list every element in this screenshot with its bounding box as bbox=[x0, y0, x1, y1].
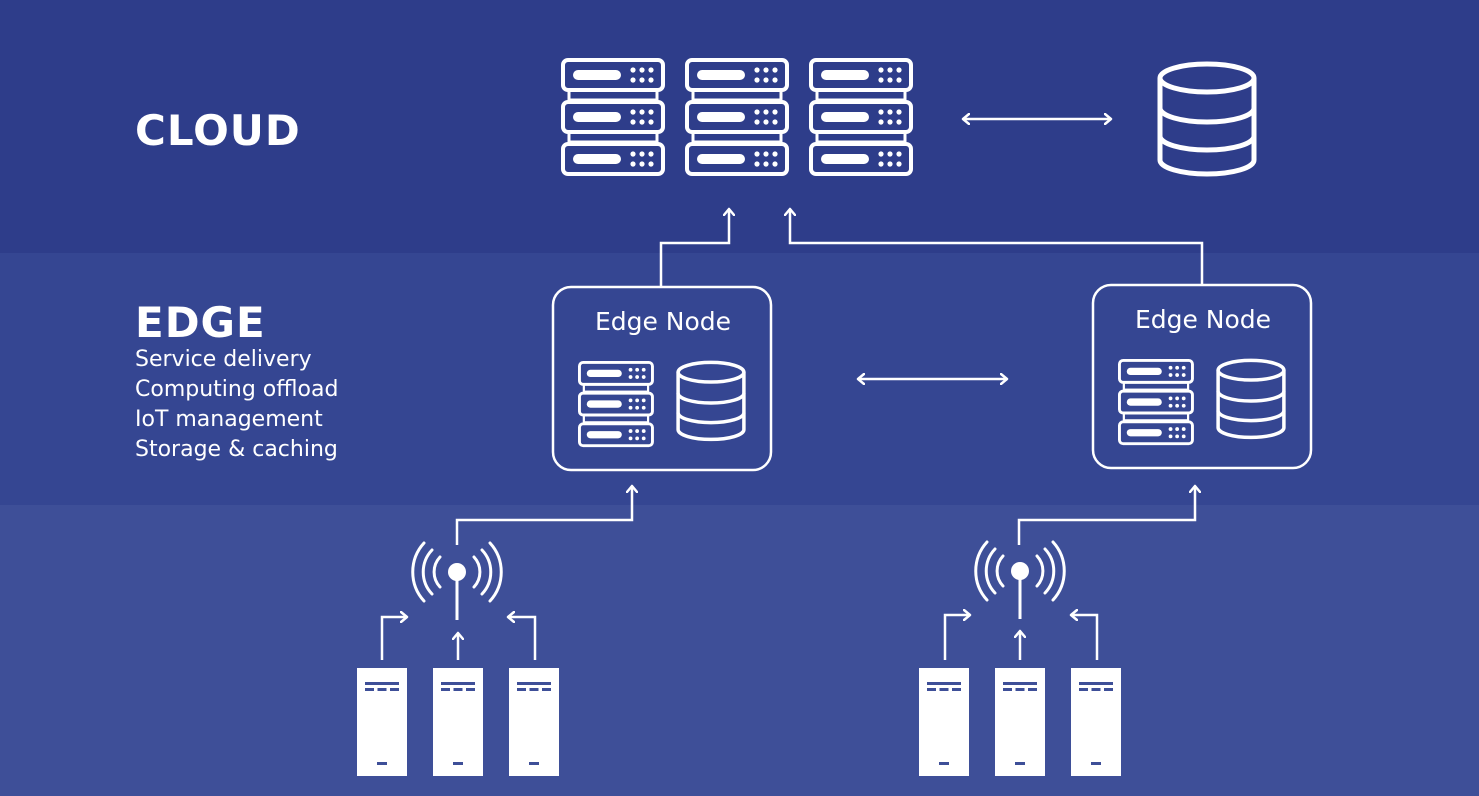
gateway-to-edge-connector bbox=[455, 487, 632, 545]
cloud-tier-title: CLOUD bbox=[135, 106, 301, 155]
device-to-gateway-connector bbox=[380, 617, 406, 660]
edge-server-rack-icon bbox=[579, 362, 652, 445]
cloud-server-rack-icon bbox=[687, 60, 787, 174]
edge-node-box bbox=[1091, 283, 1313, 470]
edge-function-item: Computing offload bbox=[135, 377, 339, 402]
edge-functions-list: Service delivery Computing offload IoT m… bbox=[135, 345, 338, 465]
wireless-antenna-icon bbox=[411, 541, 503, 622]
cloud-tier-band bbox=[0, 0, 1479, 253]
edge-tier-title: EDGE bbox=[135, 298, 266, 347]
edge-function-item: IoT management bbox=[135, 407, 323, 432]
cloud-database-icon bbox=[1160, 64, 1254, 174]
edge-function-item: Service delivery bbox=[135, 347, 312, 372]
edge-function-item: Storage & caching bbox=[135, 437, 338, 462]
edge-to-cloud-connector bbox=[659, 210, 729, 287]
iot-device-icon bbox=[509, 668, 559, 776]
edge-database-icon bbox=[676, 360, 746, 442]
edge-node-title: Edge Node bbox=[1134, 305, 1272, 334]
iot-device-icon bbox=[1071, 668, 1121, 776]
device-tier-band bbox=[0, 505, 1479, 796]
device-to-gateway-connector bbox=[1072, 615, 1099, 660]
edge-node-box bbox=[551, 285, 773, 472]
iot-device-icon bbox=[357, 668, 407, 776]
cloud-server-rack-icon bbox=[563, 60, 663, 174]
iot-device-icon bbox=[919, 668, 969, 776]
cloud-server-rack-icon bbox=[811, 60, 911, 174]
wireless-antenna-icon bbox=[974, 540, 1066, 621]
edge-node-title: Edge Node bbox=[594, 307, 732, 336]
edge-to-cloud-connector bbox=[790, 210, 1204, 286]
edge-server-rack-icon bbox=[1119, 360, 1192, 443]
device-to-gateway-connector bbox=[509, 617, 537, 660]
edge-database-icon bbox=[1216, 358, 1286, 440]
iot-device-icon bbox=[433, 668, 483, 776]
iot-device-icon bbox=[995, 668, 1045, 776]
device-to-gateway-connector bbox=[943, 615, 969, 660]
gateway-to-edge-connector bbox=[1017, 487, 1195, 545]
